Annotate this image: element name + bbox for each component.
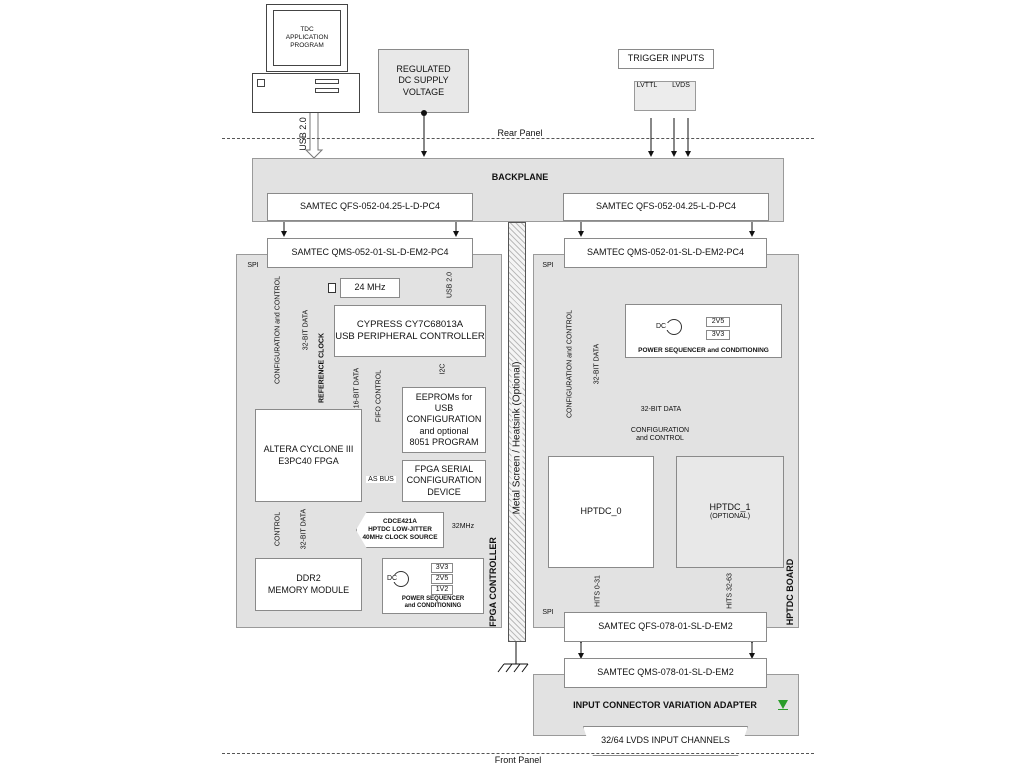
hptdc-0-chip: HPTDC_0 [548,456,654,568]
hits-0-31-label: HITS 0-31 [594,575,602,607]
32mhz-label: 32MHz [451,523,475,530]
hptdc-board-label: HPTDC BOARD [785,558,795,626]
hptdc-spi-bottom-label: SPI [542,609,554,616]
hptdc-1-optional: (OPTIONAL) [709,513,751,521]
adapter-connector: SAMTEC QMS-078-01-SL-D-EM2 [564,658,767,688]
eeprom-box: EEPROMs for USB CONFIGURATION and option… [402,387,486,453]
hptdc-v1-box: 2V5 [706,317,730,327]
fifo-control-label: FIFO CONTROL [375,369,383,423]
fpga-v3-box: 1V2 [431,585,453,595]
hptdc-power-label: POWER SEQUENCER and CONDITIONING [638,347,769,354]
trigger-inputs-box: TRIGGER INPUTS [618,49,714,69]
hptdc-top-connector: SAMTEC QMS-052-01-SL-D-EM2-PC4 [564,238,767,268]
front-panel-line [222,753,814,754]
hptdc-power-sequencer: DC 2V5 3V3 POWER SEQUENCER and CONDITION… [625,304,782,358]
crystal-icon [328,283,336,293]
front-panel-label: Front Panel [494,755,542,765]
hptdc-1-chip: HPTDC_1 (OPTIONAL) [676,456,784,568]
fpga-spi-label: SPI [247,262,259,269]
fpga-v2-box: 2V5 [431,574,453,584]
hptdc-32bit-data-label: 32-BIT DATA [593,343,601,385]
fpga-v1-box: 3V3 [431,563,453,573]
pc-screen: TDC APPLICATION PROGRAM [273,10,341,66]
fpga-32bit-data-label: 32-BIT DATA [302,309,310,351]
rear-panel-line [222,138,814,139]
usb-inner-label: USB 2.0 [446,271,454,299]
dc-supply-dot [421,110,427,116]
fpga-32bit-data-lower-label: 32-BIT DATA [300,508,308,550]
rear-panel-label: Rear Panel [497,128,543,138]
hptdc-bottom-connector: SAMTEC QFS-078-01-SL-D-EM2 [564,612,767,642]
i2c-label: I2C [439,363,447,375]
hptdc-32bit-data-h-label: 32-BIT DATA [640,406,682,413]
hptdc-dc-label: DC [654,323,668,330]
fpga-connector: SAMTEC QMS-052-01-SL-D-EM2-PC4 [267,238,473,268]
fpga-controller-label: FPGA CONTROLLER [488,537,498,627]
computer-monitor-icon: TDC APPLICATION PROGRAM [266,4,348,72]
hptdc-config-h-label: CONFIGURATION and CONTROL [630,427,690,443]
fpga-control-label: CONTROL [274,511,282,547]
led-icon [778,700,788,709]
backplane-title: BACKPLANE [491,172,549,182]
backplane-right-connector: SAMTEC QFS-052-04.25-L-D-PC4 [563,193,769,221]
fpga-dc-label: DC [385,575,399,582]
dc-source-icon [666,319,682,335]
fpga-config-control-label: CONFIGURATION and CONTROL [274,276,282,384]
lvds-input-channels: 32/64 LVDS INPUT CHANNELS [583,726,748,756]
led-bar [778,709,788,710]
cdce421a-clock-source: CDCE421A HPTDC LOW-JITTER 40MHz CLOCK SO… [356,512,444,548]
metal-screen-label: Metal Screen / Heatsink (Optional) [511,361,523,515]
hptdc-spi-top-label: SPI [542,262,554,269]
lvttl-label: LVTTL [636,82,658,89]
usb-top-label: USB 2.0 [298,117,308,151]
ddr2-memory-module: DDR2 MEMORY MODULE [255,558,362,611]
dc-supply-box: REGULATED DC SUPPLY VOLTAGE [378,49,469,113]
backplane-left-connector: SAMTEC QFS-052-04.25-L-D-PC4 [267,193,473,221]
adapter-title: INPUT CONNECTOR VARIATION ADAPTER [573,700,757,710]
hits-32-63-label: HITS 32-63 [726,573,734,609]
cypress-usb-controller: CYPRESS CY7C68013A USB PERIPHERAL CONTRO… [334,305,486,357]
fpga-power-label: POWER SEQUENCER and CONDITIONING [401,596,465,610]
altera-fpga: ALTERA CYCLONE III E3PC40 FPGA [255,409,362,502]
drive-slot [315,88,339,93]
fpga-power-sequencer: DC 3V3 2V5 1V2 POWER SEQUENCER and CONDI… [382,558,484,614]
hptdc-v2-box: 3V3 [706,330,730,340]
drive-slot [315,79,339,84]
lvds-label: LVDS [672,82,690,89]
reference-clock-label: REFERENCE CLOCK [318,332,326,404]
trigger-buffer-panel [634,81,696,111]
hptdc-config-control-label: CONFIGURATION and CONTROL [566,310,574,418]
fpga-serial-config-device: FPGA SERIAL CONFIGURATION DEVICE [402,460,486,502]
16bit-data-label: 16-BIT DATA [353,367,361,409]
computer-base-icon [252,73,360,113]
as-bus-label: AS BUS [366,476,396,483]
hptdc-1-label: HPTDC_1 [709,502,751,512]
clock-24mhz-box: 24 MHz [340,278,400,298]
drive-slot [257,79,265,87]
